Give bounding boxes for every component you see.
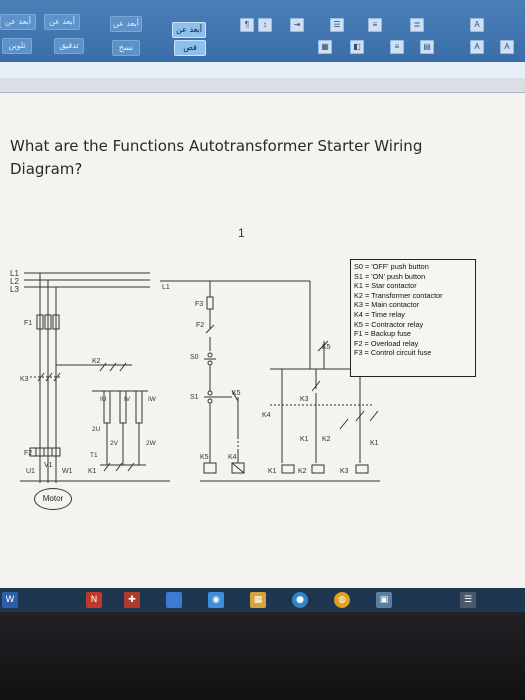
document-page: What are the Functions Autotransformer S… bbox=[0, 93, 525, 588]
word-taskbar-icon[interactable]: W bbox=[2, 592, 18, 608]
label-k3-coil: K3 bbox=[340, 468, 349, 475]
ribbon-style-button-selected[interactable]: أبعد عن bbox=[172, 22, 206, 38]
label-k3-main: K3 bbox=[20, 376, 29, 383]
label-f2-control: F2 bbox=[196, 322, 204, 329]
ribbon-sub-button[interactable]: تلوين bbox=[2, 38, 32, 54]
label-k5-right: K5 bbox=[322, 344, 331, 351]
label-k2-coil: K2 bbox=[298, 468, 307, 475]
ruler bbox=[0, 78, 525, 93]
label-k1-star: K1 bbox=[88, 468, 97, 475]
ribbon-style-button[interactable]: أبعد عن bbox=[110, 16, 142, 32]
ribbon-sub-button[interactable]: تدقيق bbox=[54, 38, 84, 54]
page-number: 1 bbox=[238, 226, 245, 240]
legend-line: F2 = Overload relay bbox=[354, 338, 419, 348]
label-k3-contact: K3 bbox=[300, 396, 309, 403]
label-k5-hold: K5 bbox=[232, 390, 241, 397]
label-s0: S0 bbox=[190, 354, 199, 361]
browser-icon[interactable]: ● bbox=[292, 592, 308, 608]
taskbar-app-icon[interactable]: ✚ bbox=[124, 592, 140, 608]
label-s1: S1 bbox=[190, 394, 199, 401]
list-icon[interactable]: ≣ bbox=[410, 18, 424, 32]
legend-line: F3 = Control circuit fuse bbox=[354, 348, 432, 358]
legend-line: F1 = Backup fuse bbox=[354, 329, 411, 339]
label-2w: 2W bbox=[146, 440, 157, 447]
label-k2-contact: K2 bbox=[322, 436, 331, 443]
bullets-icon[interactable]: ☰ bbox=[330, 18, 344, 32]
taskbar-app-icon[interactable]: N bbox=[86, 592, 102, 608]
label-u1: U1 bbox=[26, 468, 35, 475]
label-iv: IV bbox=[124, 396, 131, 403]
label-l1-control: L1 bbox=[162, 284, 170, 291]
highlight-icon[interactable]: ▤ bbox=[420, 40, 434, 54]
label-k1-interlock: K1 bbox=[370, 440, 379, 447]
label-k2-main: K2 bbox=[92, 358, 101, 365]
ribbon-sub-button[interactable]: قص bbox=[174, 40, 206, 56]
legend-line: K1 = Star contactor bbox=[354, 281, 417, 291]
numbering-icon[interactable]: ≡ bbox=[368, 18, 382, 32]
wiring-diagram: L1 L2 L3 L1 F1 F3 F2 S0 S1 K3 K2 F2 IU I… bbox=[10, 269, 380, 483]
diagram-legend: S0 = 'OFF' push button S1 = 'ON' push bu… bbox=[350, 259, 476, 377]
font-size-icon[interactable]: A bbox=[470, 18, 484, 32]
taskbar-app-icon[interactable] bbox=[166, 592, 182, 608]
ribbon-group-labels bbox=[0, 62, 525, 79]
ribbon-style-button[interactable]: أبعد عن bbox=[0, 14, 36, 30]
label-l1: L1 bbox=[10, 269, 19, 278]
indent-icon[interactable]: ⇥ bbox=[290, 18, 304, 32]
legend-line: S1 = 'ON' push button bbox=[354, 271, 426, 281]
label-2v: 2V bbox=[110, 440, 119, 447]
label-l2: L2 bbox=[10, 277, 19, 286]
file-explorer-icon[interactable]: ▦ bbox=[250, 592, 266, 608]
label-l3: L3 bbox=[10, 285, 19, 294]
label-f3: F3 bbox=[195, 301, 203, 308]
align-icon[interactable]: ¶ bbox=[240, 18, 254, 32]
label-iu: IU bbox=[100, 396, 107, 403]
legend-line: K2 = Transformer contactor bbox=[354, 290, 443, 300]
justify-icon[interactable]: ≡ bbox=[390, 40, 404, 54]
label-k5-coil: K5 bbox=[200, 454, 209, 461]
label-k4-timer: K4 bbox=[262, 412, 271, 419]
label-k1-coil: K1 bbox=[268, 468, 277, 475]
label-k1-contact: K1 bbox=[300, 436, 309, 443]
text-effects-icon[interactable]: A bbox=[500, 40, 514, 54]
label-f2-main: F2 bbox=[24, 450, 32, 457]
sort-icon[interactable]: ↕ bbox=[258, 18, 272, 32]
ribbon-sub-button[interactable]: نسخ bbox=[112, 40, 140, 56]
label-f1: F1 bbox=[24, 320, 32, 327]
legend-line: K4 = Time relay bbox=[354, 309, 405, 319]
taskbar-app-icon[interactable]: ◉ bbox=[208, 592, 224, 608]
legend-line: K5 = Contractor relay bbox=[354, 319, 424, 329]
label-2u: 2U bbox=[92, 426, 101, 433]
taskbar: W N ✚ ◉ ▦ ● ◍ ▣ ☰ bbox=[0, 588, 525, 612]
chrome-icon[interactable]: ◍ bbox=[334, 592, 350, 608]
label-iw: IW bbox=[148, 396, 157, 403]
legend-line: K3 = Main contactor bbox=[354, 300, 420, 310]
border-icon[interactable]: ▦ bbox=[318, 40, 332, 54]
monitor-screen: أبعد عن أبعد عن أبعد عن أبعد عن تلوين تد… bbox=[0, 0, 525, 612]
store-icon[interactable]: ▣ bbox=[376, 592, 392, 608]
shading-icon[interactable]: ◧ bbox=[350, 40, 364, 54]
label-w1: W1 bbox=[62, 468, 73, 475]
legend-line: S0 = 'OFF' push button bbox=[354, 262, 429, 271]
calculator-icon[interactable]: ☰ bbox=[460, 592, 476, 608]
font-color-icon[interactable]: A bbox=[470, 40, 484, 54]
label-t1: T1 bbox=[90, 452, 98, 459]
motor-symbol: Motor bbox=[34, 488, 72, 510]
ribbon-style-button[interactable]: أبعد عن bbox=[44, 14, 80, 30]
monitor-bezel bbox=[0, 612, 525, 700]
label-k4-coil: K4 bbox=[228, 454, 237, 461]
document-title: What are the Functions Autotransformer S… bbox=[10, 137, 423, 178]
word-ribbon: أبعد عن أبعد عن أبعد عن أبعد عن تلوين تد… bbox=[0, 0, 525, 62]
label-v1: V1 bbox=[44, 462, 53, 469]
